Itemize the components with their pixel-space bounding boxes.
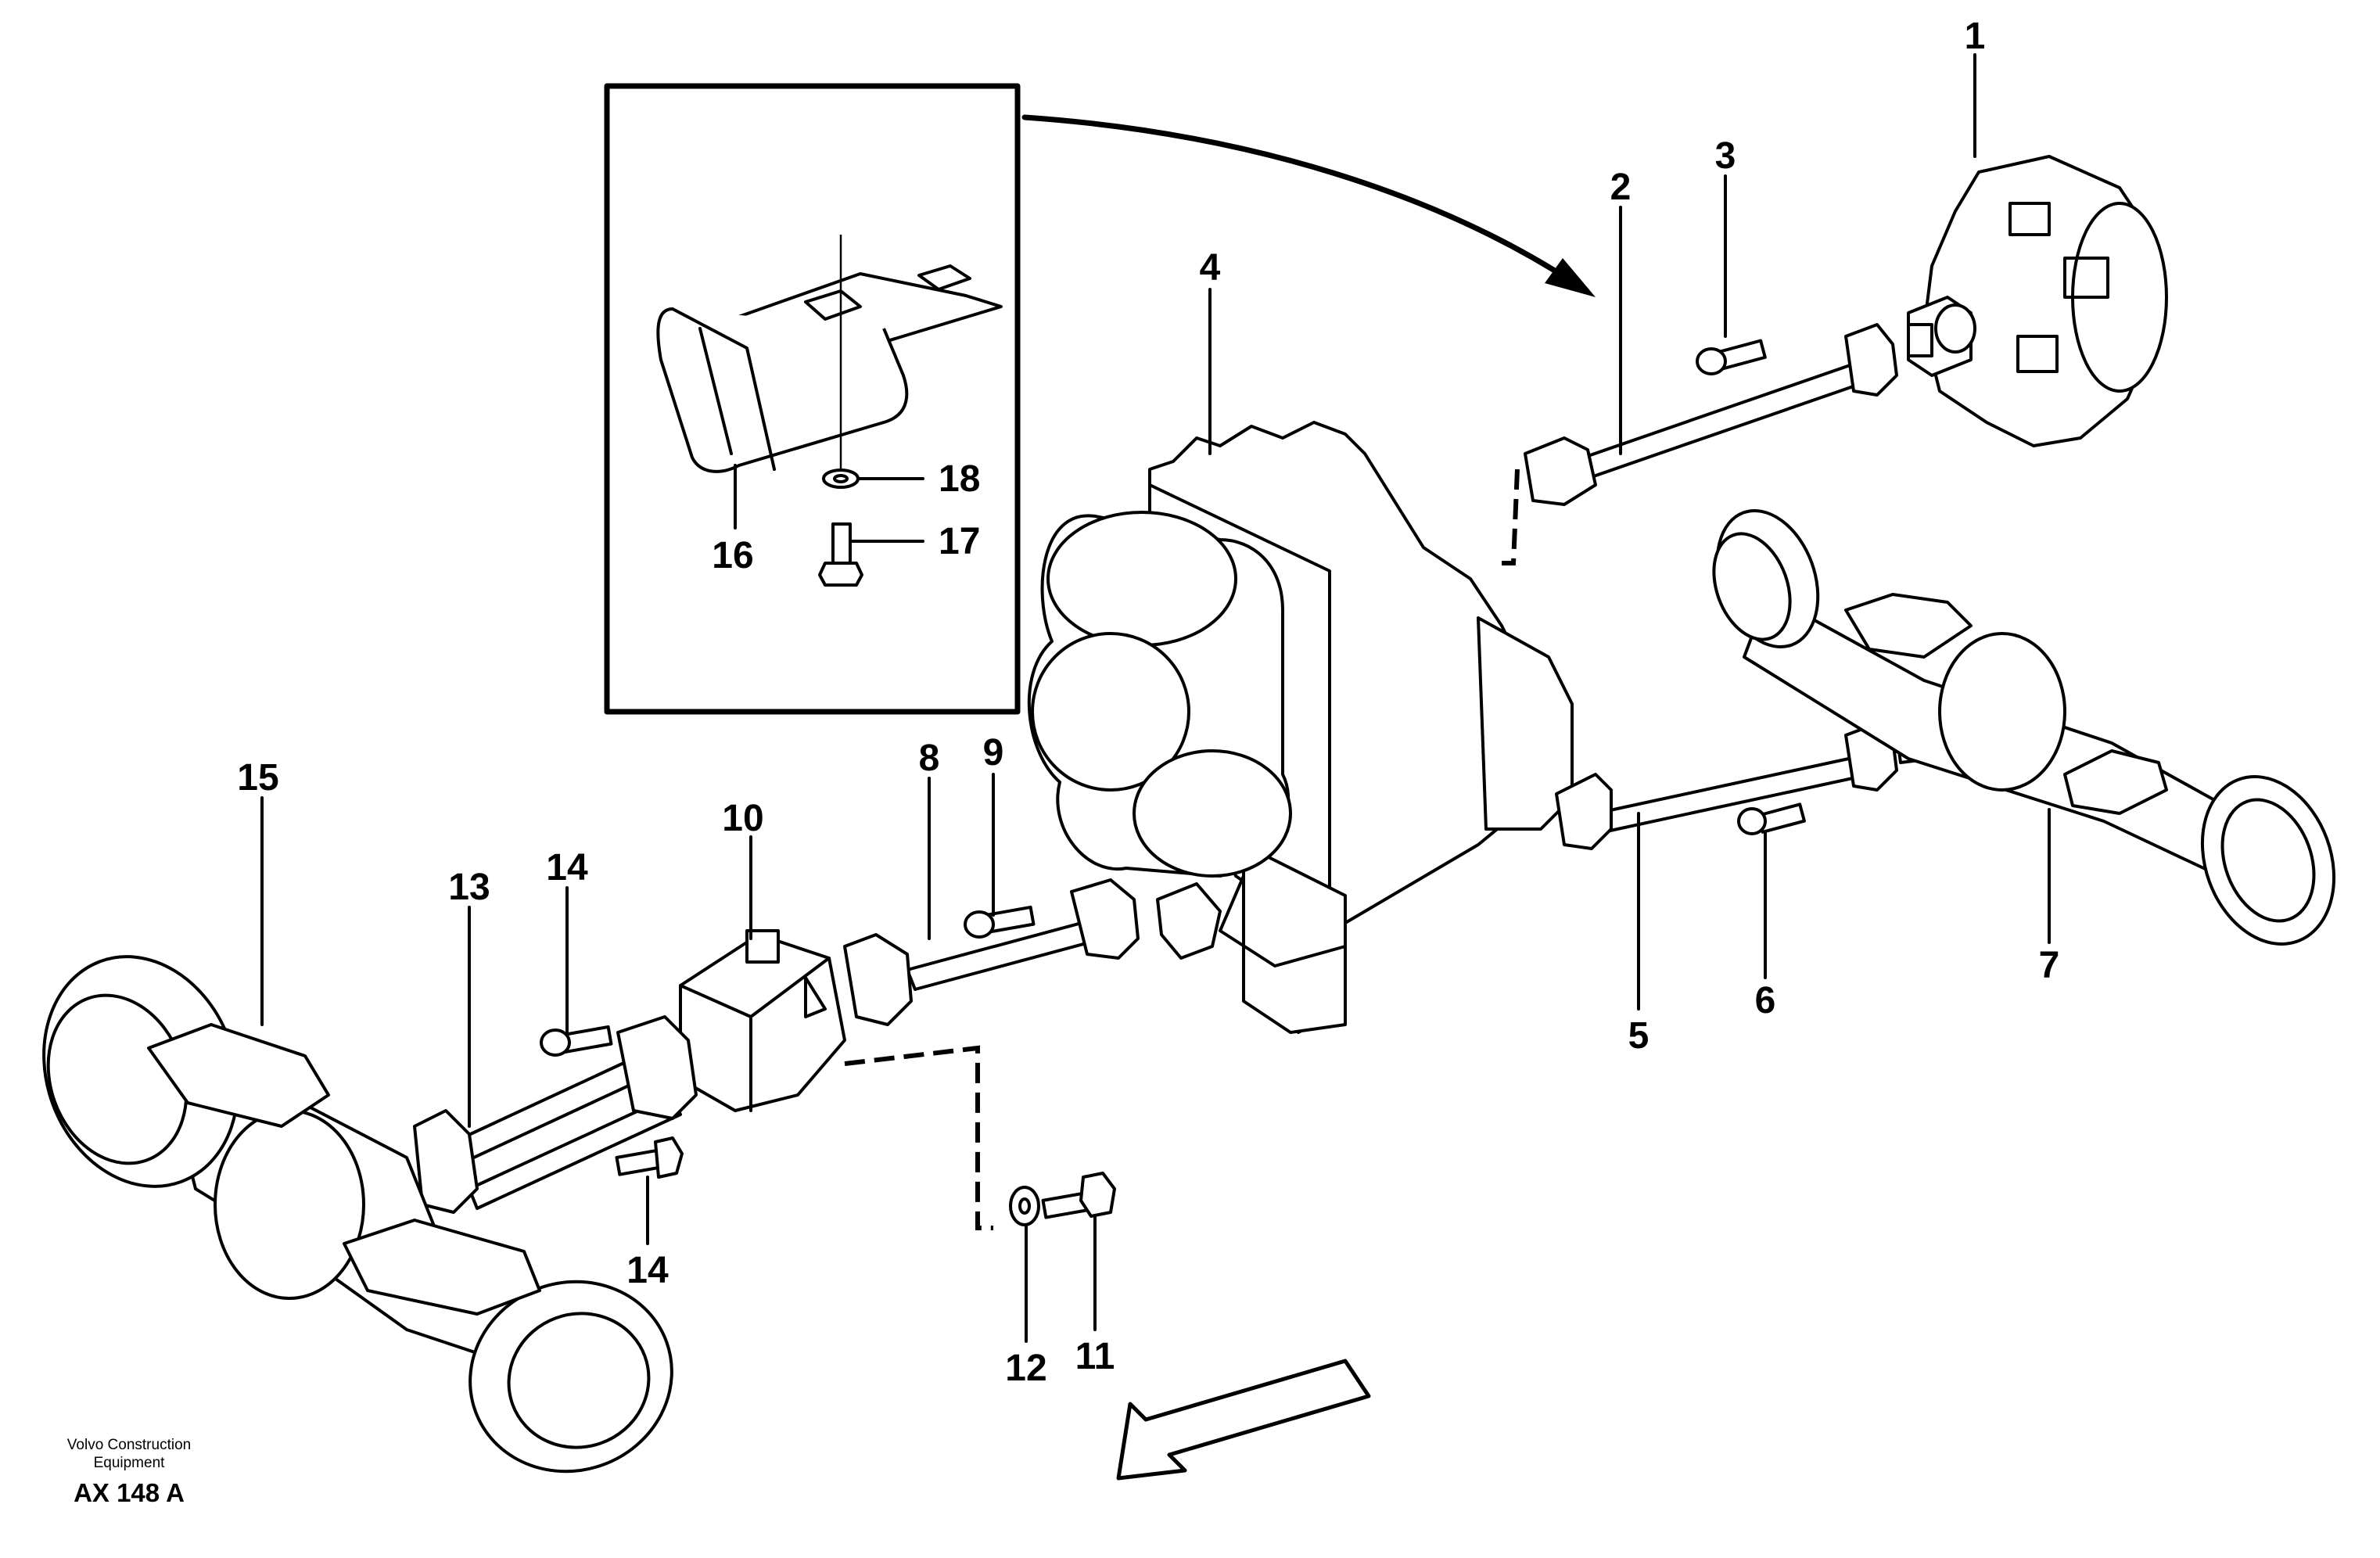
- bolt-11-part: [1041, 1172, 1116, 1219]
- callout-3: 3: [1715, 135, 1736, 177]
- callout-7: 7: [2039, 945, 2060, 986]
- direction-arrow-icon: [1116, 1359, 1371, 1481]
- bolt-9-part: [964, 905, 1036, 939]
- callout-numbers: 1 2 3 4 5 6 7 8 9 10 11 12 13 14 14 15 1…: [237, 16, 2059, 1389]
- bolt-14b-part: [615, 1136, 684, 1179]
- bolt-14a-part: [540, 1025, 613, 1057]
- bolt-17-part: [818, 522, 863, 587]
- callout-4: 4: [1200, 247, 1221, 289]
- detail-inset: [604, 83, 1021, 715]
- callout-10: 10: [722, 798, 763, 839]
- callout-1: 1: [1965, 16, 1986, 57]
- bolt-3-part: [1696, 339, 1767, 375]
- figure-code: AX 148 A: [74, 1478, 185, 1507]
- callout-2: 2: [1610, 167, 1632, 208]
- washer-12-part: [1009, 1186, 1040, 1226]
- callout-14b: 14: [626, 1250, 669, 1291]
- bearing-housing-10-part: [679, 929, 846, 1112]
- publisher-line-1: Volvo Construction: [67, 1437, 191, 1453]
- bolt-6-part: [1737, 802, 1806, 835]
- hydraulic-pump-part: [1907, 155, 2168, 447]
- callout-13: 13: [448, 867, 490, 908]
- callout-17: 17: [939, 521, 980, 562]
- callout-16: 16: [712, 535, 753, 576]
- propeller-shaft-8-part: [843, 878, 1222, 1026]
- callout-11: 11: [1075, 1336, 1115, 1377]
- callout-leaders: [260, 53, 2051, 1343]
- callout-14a: 14: [546, 847, 588, 888]
- detail-callout-arrow: [1021, 114, 1596, 297]
- heat-shield-part: [656, 235, 1003, 473]
- propeller-shaft-2-part: [1524, 323, 1933, 506]
- callout-9: 9: [983, 732, 1004, 774]
- callout-6: 6: [1755, 980, 1776, 1021]
- callout-8: 8: [919, 738, 940, 779]
- callout-15: 15: [237, 757, 278, 799]
- callout-12: 12: [1005, 1348, 1046, 1389]
- rear-axle-7-part: [1712, 508, 2336, 946]
- callout-5: 5: [1628, 1015, 1649, 1057]
- publisher-caption: Volvo Construction Equipment AX 148 A: [67, 1437, 191, 1507]
- transmission-gearbox-part: [1027, 421, 1574, 1034]
- propeller-shaft-13-part: [413, 1015, 698, 1214]
- front-axle-15-part: [42, 955, 673, 1474]
- publisher-line-2: Equipment: [94, 1455, 166, 1471]
- callout-18: 18: [939, 458, 980, 500]
- washer-18-part: [822, 468, 860, 489]
